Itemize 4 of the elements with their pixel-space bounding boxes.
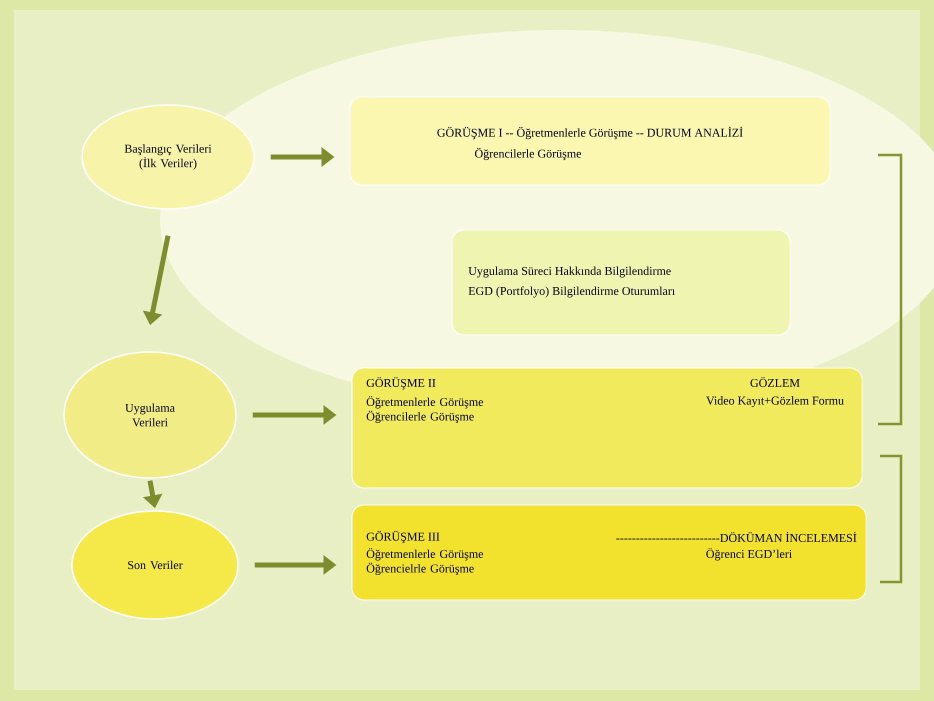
rounded-box: Uygulama Süreci Hakkında Bilgilendirme EGD (Portfolyo) Bilgilendirme Oturumları: [452, 229, 790, 336]
rounded-box: GÖRÜŞME II Öğretmenlerle Görüşme Öğrencilerle Görüşme GÖZLEM Video Kayıt+Gözlem Formu: [352, 368, 862, 488]
rounded-box: GÖRÜŞME I -- Öğretmenlerle Görüşme -- DURUM ANALİZİ Öğrencilerle Görüşme: [350, 96, 830, 186]
rounded-box: GÖRÜŞME III --------------------------DÖKÜMAN İNCELEMESİ Öğretmenlerle Görüşme Öğrencielrle Görüşme Öğrenci EGD’leri: [352, 504, 866, 600]
